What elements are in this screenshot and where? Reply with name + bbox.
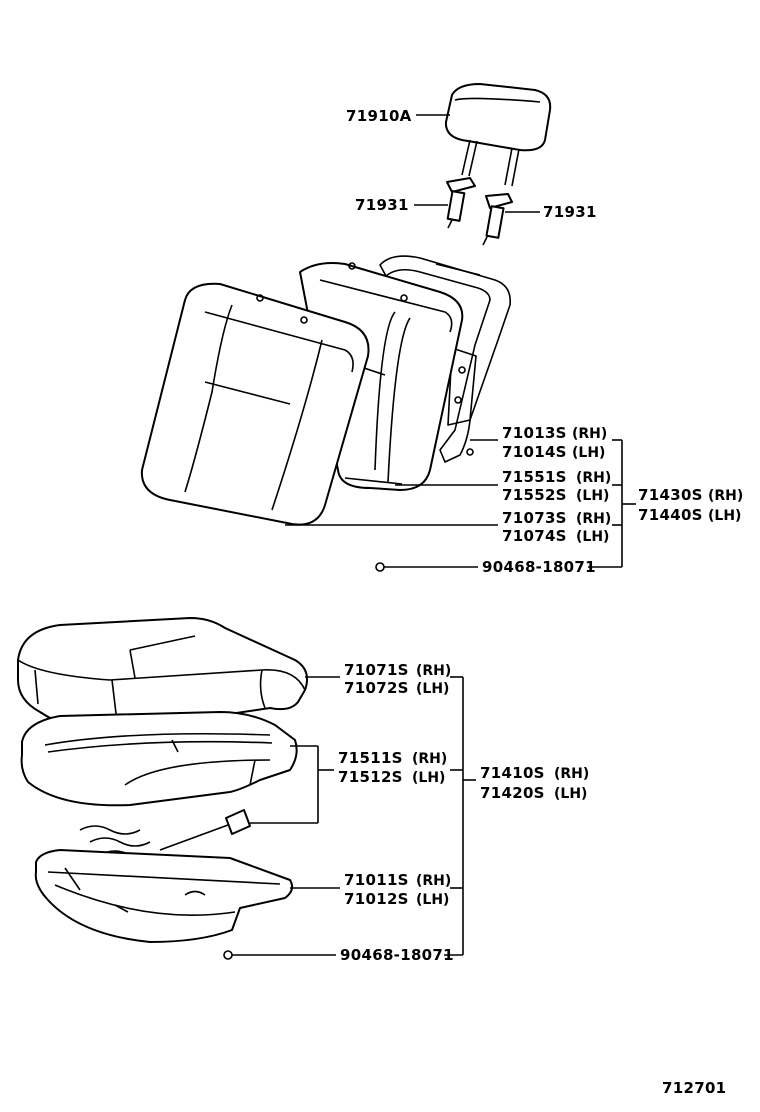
side-back-cover-lh: (LH) (576, 529, 609, 545)
headrest (444, 83, 552, 187)
seat-cushion-frame (34, 849, 294, 943)
side-back-assy-rh: (RH) (708, 488, 743, 504)
label-cushion-cover-lh: 71072S (344, 679, 409, 697)
cushion-clip (223, 950, 336, 960)
seat-cushion-cover (17, 617, 308, 733)
label-back-assy-lh: 71440S (638, 506, 703, 524)
side-back-frame-lh: (LH) (572, 445, 605, 461)
label-support-right: 71931 (543, 203, 597, 221)
label-cushion-clip: 90468-18071 (340, 946, 454, 964)
label-back-frame-lh: 71014S (502, 443, 567, 461)
side-back-pad-rh: (RH) (576, 470, 611, 486)
headrest-support-left (446, 177, 476, 229)
label-cushion-frame-rh: 71011S (344, 871, 409, 889)
side-back-cover-rh: (RH) (576, 511, 611, 527)
side-cushion-assy-rh: (RH) (554, 766, 589, 782)
label-cushion-pad-lh: 71512S (338, 768, 403, 786)
label-headrest: 71910A (346, 107, 412, 125)
label-back-cover-lh: 71074S (502, 527, 567, 545)
side-cushion-pad-rh: (RH) (412, 751, 447, 767)
diagram-id: 712701 (662, 1079, 726, 1097)
side-back-assy-lh: (LH) (708, 508, 741, 524)
label-back-frame-rh: 71013S (502, 424, 567, 442)
label-cushion-assy-lh: 71420S (480, 784, 545, 802)
side-cushion-pad-lh: (LH) (412, 770, 445, 786)
leader-lines (250, 114, 636, 956)
side-cushion-frame-rh: (RH) (416, 873, 451, 889)
side-cushion-cover-rh: (RH) (416, 663, 451, 679)
label-back-pad-lh: 71552S (502, 486, 567, 504)
headrest-support-right (482, 193, 513, 246)
label-back-assy-rh: 71430S (638, 486, 703, 504)
label-cushion-pad-rh: 71511S (338, 749, 403, 767)
side-back-frame-rh: (RH) (572, 426, 607, 442)
label-back-clip: 90468-18071 (482, 558, 596, 576)
side-cushion-assy-lh: (LH) (554, 786, 587, 802)
side-cushion-cover-lh: (LH) (416, 681, 449, 697)
side-back-pad-lh: (LH) (576, 488, 609, 504)
label-back-pad-rh: 71551S (502, 468, 567, 486)
seat-cushion-pad (20, 711, 298, 807)
label-support-left: 71931 (355, 196, 409, 214)
side-cushion-frame-lh: (LH) (416, 892, 449, 908)
seat-back-cover (140, 282, 370, 526)
label-back-cover-rh: 71073S (502, 509, 567, 527)
seat-back-frame (379, 255, 512, 463)
label-cushion-cover-rh: 71071S (344, 661, 409, 679)
label-cushion-assy-rh: 71410S (480, 764, 545, 782)
back-clip (375, 562, 478, 572)
label-cushion-frame-lh: 71012S (344, 890, 409, 908)
